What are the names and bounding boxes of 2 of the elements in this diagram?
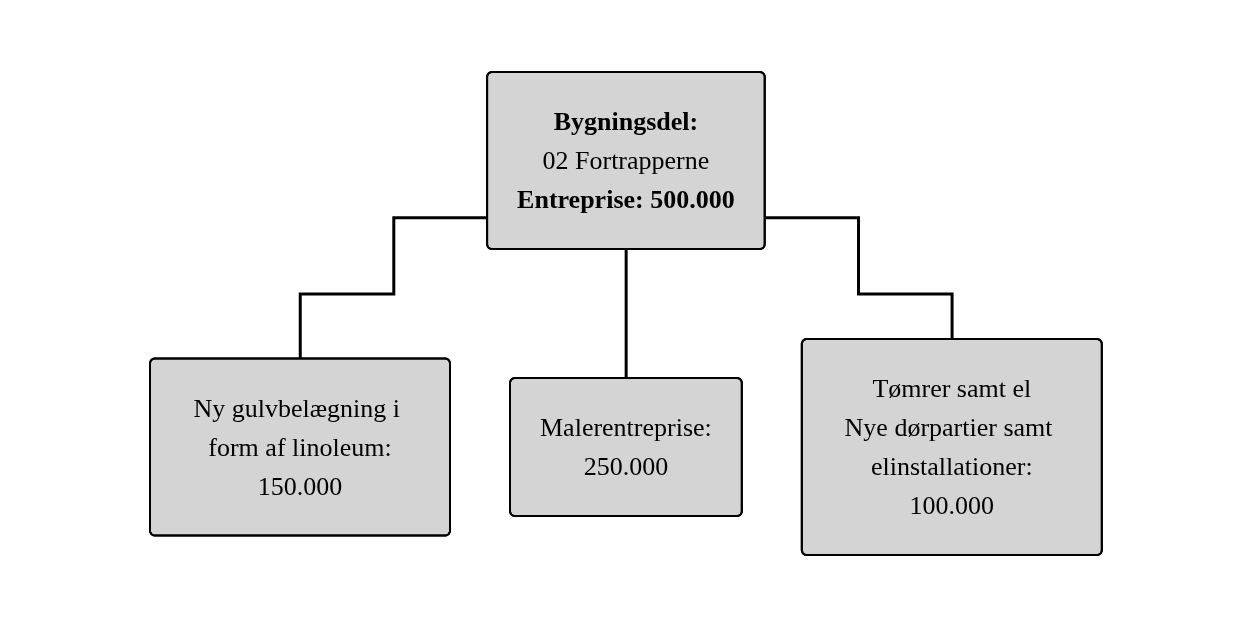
connector (764, 216, 954, 341)
connector (624, 248, 628, 380)
